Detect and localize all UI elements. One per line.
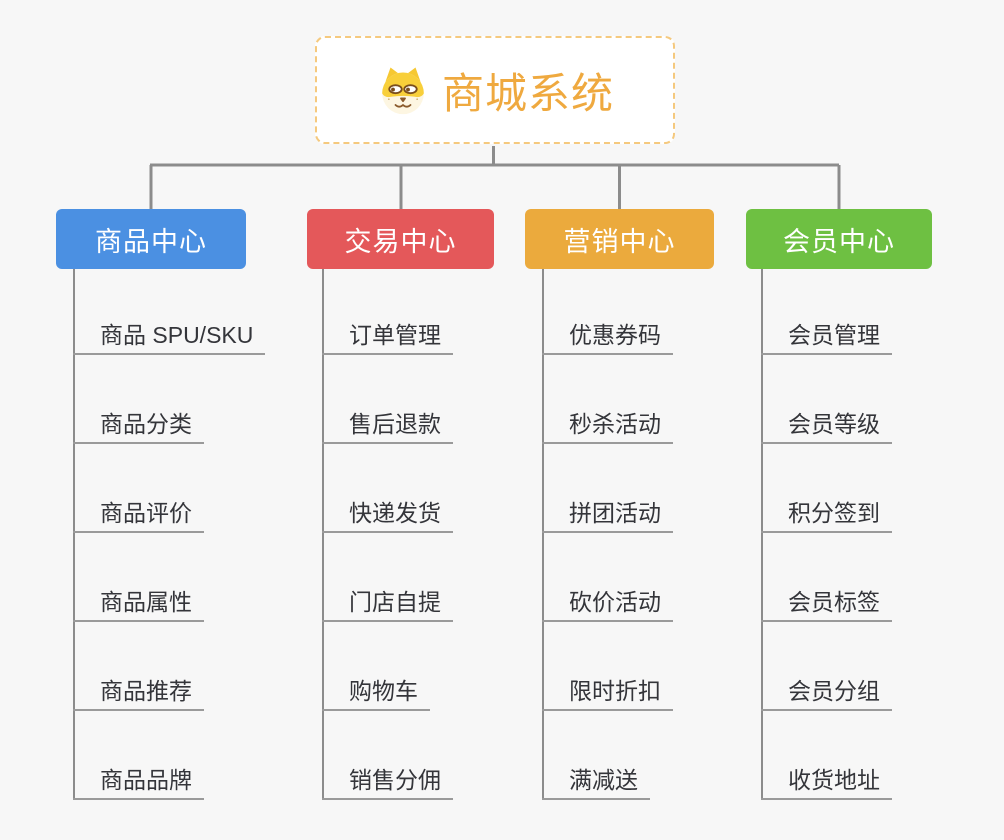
leaf-node[interactable]: 会员管理 bbox=[761, 322, 892, 355]
leaf-node[interactable]: 商品品牌 bbox=[73, 767, 204, 800]
root-title: 商城系统 bbox=[441, 69, 614, 117]
leaf-node[interactable]: 商品属性 bbox=[73, 589, 204, 622]
doge-face-icon bbox=[382, 67, 424, 115]
leaf-node[interactable]: 快递发货 bbox=[322, 500, 453, 533]
leaf-node[interactable]: 积分签到 bbox=[761, 500, 892, 533]
branch-child-line bbox=[761, 269, 763, 800]
leaf-node[interactable]: 满减送 bbox=[542, 767, 650, 800]
leaf-node[interactable]: 商品 SPU/SKU bbox=[73, 322, 266, 355]
branch-label: 会员中心 bbox=[783, 226, 895, 257]
leaf-node[interactable]: 会员等级 bbox=[761, 411, 892, 444]
leaf-node[interactable]: 限时折扣 bbox=[542, 678, 673, 711]
leaf-node[interactable]: 砍价活动 bbox=[542, 589, 673, 622]
leaf-node[interactable]: 销售分佣 bbox=[322, 767, 453, 800]
branch-label: 交易中心 bbox=[344, 226, 457, 257]
leaf-node[interactable]: 拼团活动 bbox=[542, 500, 673, 533]
branch-child-line bbox=[73, 269, 75, 800]
leaf-node[interactable]: 会员标签 bbox=[761, 589, 892, 622]
leaf-node[interactable]: 会员分组 bbox=[761, 678, 892, 711]
leaf-node[interactable]: 购物车 bbox=[322, 678, 430, 711]
branch-node-marketing-center[interactable]: 营销中心 bbox=[525, 209, 714, 269]
branch-node-member-center[interactable]: 会员中心 bbox=[746, 209, 932, 269]
leaf-node[interactable]: 收货地址 bbox=[761, 767, 892, 800]
leaf-node[interactable]: 秒杀活动 bbox=[542, 411, 673, 444]
leaf-node[interactable]: 优惠券码 bbox=[542, 322, 673, 355]
branch-node-product-center[interactable]: 商品中心 bbox=[56, 209, 246, 269]
branch-child-line bbox=[322, 269, 324, 800]
leaf-node[interactable]: 商品推荐 bbox=[73, 678, 204, 711]
root-node[interactable]: 商城系统 bbox=[315, 36, 675, 144]
connector-path bbox=[149, 146, 841, 209]
branch-label: 营销中心 bbox=[563, 226, 676, 257]
leaf-node[interactable]: 售后退款 bbox=[322, 411, 453, 444]
branch-node-trade-center[interactable]: 交易中心 bbox=[307, 209, 494, 269]
leaf-node[interactable]: 订单管理 bbox=[322, 322, 453, 355]
leaf-node[interactable]: 门店自提 bbox=[322, 589, 453, 622]
branch-label: 商品中心 bbox=[95, 226, 207, 257]
branch-child-line bbox=[542, 269, 544, 800]
leaf-node[interactable]: 商品分类 bbox=[73, 411, 204, 444]
leaf-node[interactable]: 商品评价 bbox=[73, 500, 204, 533]
